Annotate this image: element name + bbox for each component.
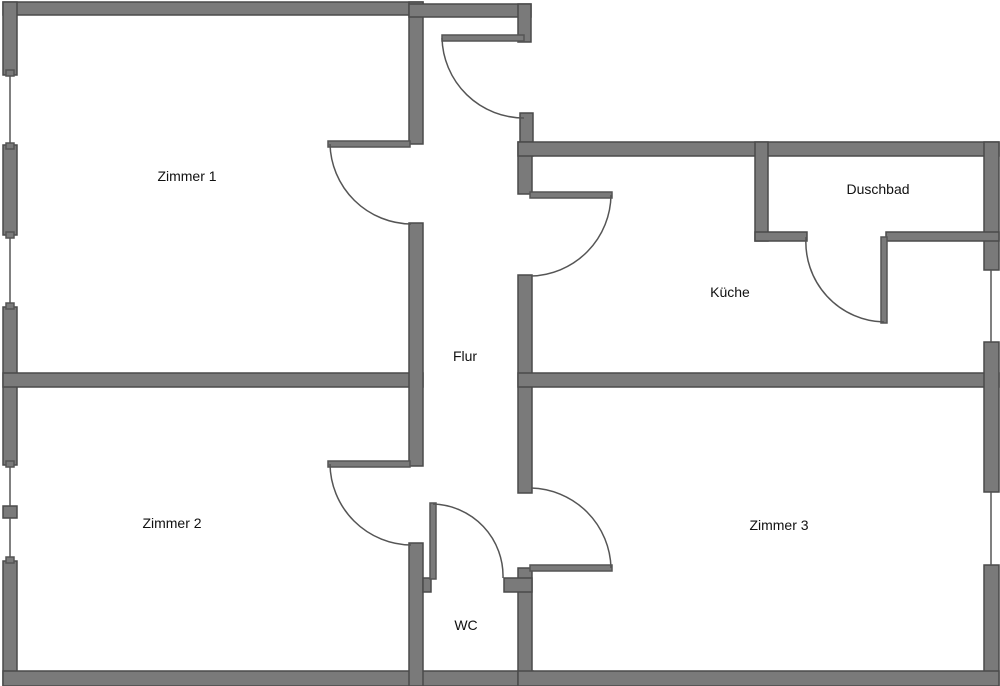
room-label-kueche: Küche (710, 284, 750, 300)
wall-wc-left (422, 577, 432, 593)
wall-left-outer-stub (2, 505, 18, 519)
door-zimmer2-swing (329, 463, 412, 546)
wall-flur-left-2 (408, 222, 424, 467)
door-entrance-swing (441, 37, 525, 119)
door-zimmer1-leaf (327, 140, 411, 148)
door-duschbad-swing (805, 236, 885, 323)
wall-flur-right-3 (517, 567, 533, 686)
wall-kueche-bottom (517, 372, 1000, 388)
wall-left-outer-bottom (2, 560, 18, 686)
window-stub-4 (5, 302, 15, 310)
wall-zimmer1-zimmer2 (2, 372, 424, 388)
room-label-zimmer1: Zimmer 1 (157, 168, 217, 184)
wall-left-outer-top (2, 1, 18, 76)
door-wc-swing (432, 503, 504, 579)
wall-top-left (2, 1, 424, 16)
door-duschbad-leaf (880, 236, 888, 324)
window-stub-1 (5, 69, 15, 77)
wall-entrance-right (517, 3, 532, 43)
door-kueche-swing (530, 194, 612, 277)
door-kueche-leaf (529, 191, 613, 199)
door-zimmer3-swing (530, 487, 612, 569)
wall-wc-right (503, 577, 533, 593)
wall-zimmer3-bottom (517, 670, 1000, 686)
room-label-zimmer2: Zimmer 2 (142, 515, 202, 531)
door-wc-leaf (429, 502, 437, 580)
window-stub-3 (5, 231, 15, 239)
wall-duschbad-bottom-a (754, 231, 808, 242)
window-stub-6 (5, 556, 15, 564)
window-stub-2 (5, 142, 15, 150)
windows (5, 69, 992, 565)
wall-bottom-left (2, 670, 534, 686)
door-zimmer1-swing (329, 143, 412, 225)
wall-duschbad-left (754, 141, 769, 242)
wall-right-outer-3 (983, 564, 1000, 686)
door-zimmer3-leaf (529, 564, 613, 572)
doors (327, 34, 888, 580)
wall-left-outer-mid (2, 144, 18, 236)
wall-right-outer-1 (983, 141, 1000, 271)
room-label-flur: Flur (452, 348, 478, 364)
wall-right-outer-2 (983, 341, 1000, 493)
wall-flur-left-3 (408, 542, 424, 686)
wall-duschbad-bottom-b (885, 231, 1000, 242)
door-entrance-leaf (441, 34, 525, 42)
wall-flur-left-1 (408, 1, 424, 145)
door-zimmer2-leaf (327, 460, 411, 468)
room-label-wc: WC (454, 617, 478, 633)
window-stub-5 (5, 460, 15, 468)
wall-entrance-top (408, 3, 532, 18)
room-label-zimmer3: Zimmer 3 (749, 517, 809, 533)
room-label-duschbad: Duschbad (846, 181, 910, 197)
